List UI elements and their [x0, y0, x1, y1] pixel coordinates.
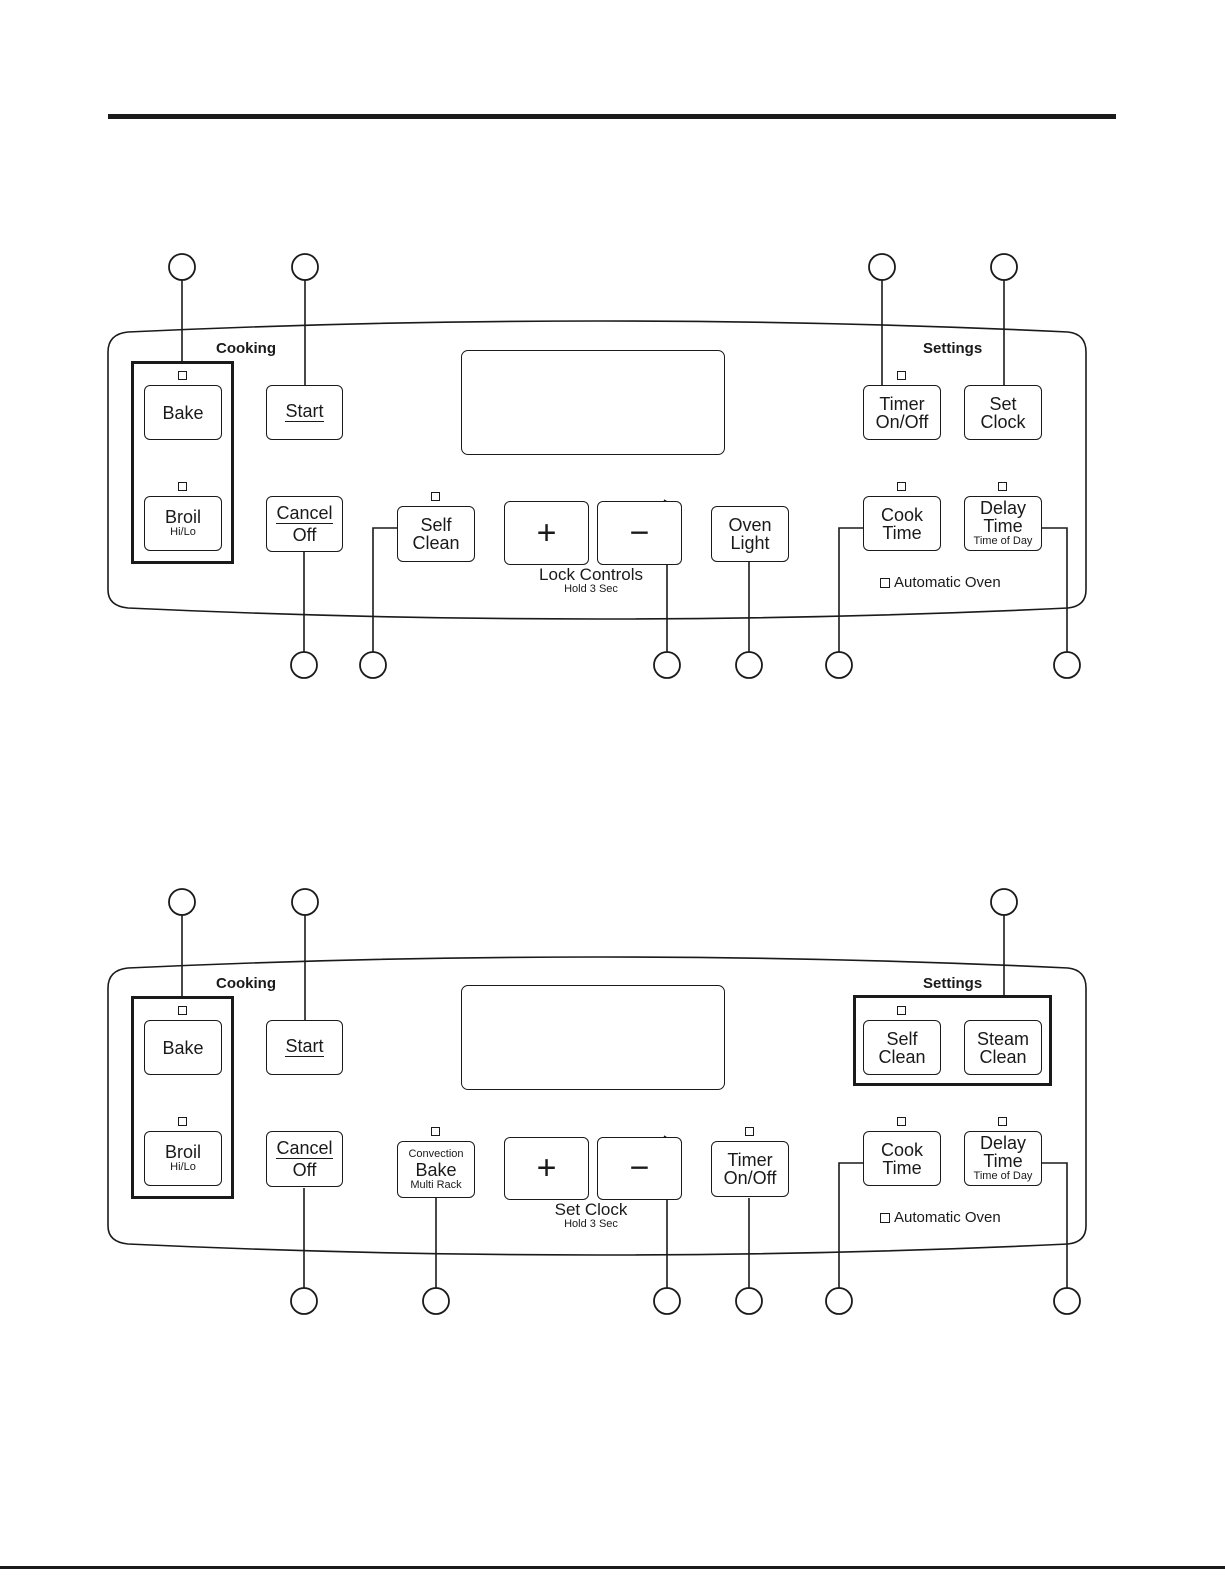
- callout-circle: [1053, 651, 1081, 679]
- cancel-off-button[interactable]: Cancel Off: [266, 1131, 343, 1187]
- timer-on-off-button[interactable]: Timer On/Off: [863, 385, 941, 440]
- callout-lines: [107, 253, 1087, 679]
- cooking-label: Cooking: [216, 975, 276, 992]
- callout-circle: [291, 888, 319, 916]
- settings-label: Settings: [923, 340, 983, 357]
- top-rule: [108, 114, 1116, 119]
- bake-button[interactable]: Bake: [144, 385, 222, 440]
- callout-circle: [291, 253, 319, 281]
- timer-indicator: [745, 1127, 754, 1136]
- start-button[interactable]: Start: [266, 385, 343, 440]
- automatic-oven-indicator: [880, 1212, 890, 1223]
- callout-circle: [735, 1287, 763, 1315]
- oven-display: [461, 350, 725, 455]
- steam-clean-button[interactable]: Steam Clean: [964, 1020, 1042, 1075]
- delay-time-indicator: [998, 482, 1007, 491]
- broil-indicator: [178, 482, 187, 491]
- self-clean-button[interactable]: Self Clean: [397, 506, 475, 562]
- callout-circle: [168, 253, 196, 281]
- callout-circle: [990, 253, 1018, 281]
- broil-button[interactable]: Broil Hi/Lo: [144, 496, 222, 551]
- callout-circle: [422, 1287, 450, 1315]
- self-clean-indicator: [431, 492, 440, 501]
- cancel-off-button[interactable]: Cancel Off: [266, 496, 343, 552]
- callout-circle: [359, 651, 387, 679]
- callout-circle: [825, 651, 853, 679]
- timer-on-off-button[interactable]: Timer On/Off: [711, 1141, 789, 1197]
- self-clean-button[interactable]: Self Clean: [863, 1020, 941, 1075]
- start-button[interactable]: Start: [266, 1020, 343, 1075]
- convection-bake-button[interactable]: Convection Bake Multi Rack: [397, 1141, 475, 1198]
- settings-label: Settings: [923, 975, 983, 992]
- callout-circle: [868, 253, 896, 281]
- oven-display: [461, 985, 725, 1090]
- bake-broil-group: [131, 361, 234, 564]
- callout-lines: [107, 888, 1087, 1315]
- callout-circle: [168, 888, 196, 916]
- lock-controls-caption: Lock Controls Hold 3 Sec: [539, 565, 643, 595]
- bake-indicator: [178, 371, 187, 380]
- clean-group: [853, 995, 1052, 1086]
- callout-circle: [290, 1287, 318, 1315]
- broil-indicator: [178, 1117, 187, 1126]
- callout-circle: [653, 1287, 681, 1315]
- bake-button[interactable]: Bake: [144, 1020, 222, 1075]
- plus-button[interactable]: +: [504, 1137, 589, 1200]
- broil-button[interactable]: Broil Hi/Lo: [144, 1131, 222, 1186]
- timer-indicator: [897, 371, 906, 380]
- bake-indicator: [178, 1006, 187, 1015]
- minus-button[interactable]: −: [597, 501, 682, 565]
- cooking-label: Cooking: [216, 340, 276, 357]
- delay-time-button[interactable]: Delay Time Time of Day: [964, 496, 1042, 551]
- callout-circle: [990, 888, 1018, 916]
- minus-button[interactable]: −: [597, 1137, 682, 1200]
- oven-light-button[interactable]: Oven Light: [711, 506, 789, 562]
- automatic-oven-label: Automatic Oven: [880, 1209, 1001, 1226]
- callout-circle: [290, 651, 318, 679]
- callout-circle: [735, 651, 763, 679]
- set-clock-caption: Set Clock Hold 3 Sec: [554, 1200, 628, 1230]
- cook-time-indicator: [897, 1117, 906, 1126]
- cook-time-button[interactable]: Cook Time: [863, 1131, 941, 1186]
- callout-circle: [1053, 1287, 1081, 1315]
- cook-time-button[interactable]: Cook Time: [863, 496, 941, 551]
- control-panel-diagram-2: Cooking Settings Bake Broil Hi/Lo Start …: [0, 876, 1225, 1316]
- callout-circle: [825, 1287, 853, 1315]
- bake-broil-group: [131, 996, 234, 1199]
- delay-time-button[interactable]: Delay Time Time of Day: [964, 1131, 1042, 1186]
- delay-time-indicator: [998, 1117, 1007, 1126]
- plus-button[interactable]: +: [504, 501, 589, 565]
- bottom-rule: [0, 1566, 1225, 1569]
- control-panel-diagram-1: Cooking Settings Bake Broil Hi/Lo Start …: [0, 240, 1225, 680]
- callout-circle: [653, 651, 681, 679]
- automatic-oven-indicator: [880, 577, 890, 588]
- cook-time-indicator: [897, 482, 906, 491]
- convection-indicator: [431, 1127, 440, 1136]
- automatic-oven-label: Automatic Oven: [880, 574, 1001, 591]
- self-clean-indicator: [897, 1006, 906, 1015]
- set-clock-button[interactable]: Set Clock: [964, 385, 1042, 440]
